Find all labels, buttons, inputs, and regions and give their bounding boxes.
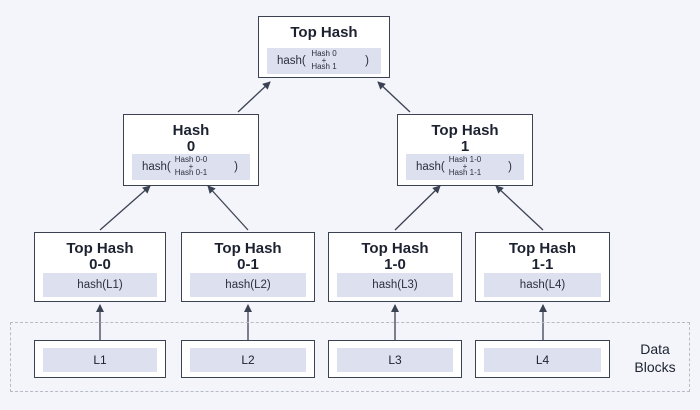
leaf-hash-title: Top Hash 1-0 — [361, 240, 429, 273]
leaf-hash-formula: hash(L4) — [484, 273, 601, 297]
hash-arg-b: Hash 1 — [311, 62, 337, 71]
data-blocks-frame — [10, 322, 690, 392]
hash-1-node: Top Hash 1 hash( Hash 1-0 + Hash 1-1 ) — [397, 114, 533, 186]
top-hash-formula: hash( Hash 0 + Hash 1 ) — [267, 48, 381, 74]
hash-args: Hash 0-0 + Hash 0-1 — [175, 156, 207, 177]
hash-1-formula: hash( Hash 1-0 + Hash 1-1 ) — [406, 154, 524, 180]
close-paren: ) — [234, 161, 238, 173]
close-paren: ) — [365, 55, 369, 67]
leaf-hash-1-0-node: Top Hash 1-0 hash(L3) — [328, 232, 462, 302]
leaf-hash-formula: hash(L3) — [337, 273, 453, 297]
leaf-hash-0-0-node: Top Hash 0-0 hash(L1) — [34, 232, 166, 302]
hash-arg-b: Hash 1-1 — [448, 168, 482, 177]
plus-sign: + — [321, 56, 327, 65]
leaf-hash-formula: hash(L1) — [43, 273, 157, 297]
hash-arg-a: Hash 0-0 — [174, 155, 208, 164]
top-hash-node: Top Hash hash( Hash 0 + Hash 1 ) — [258, 16, 390, 78]
leaf-hash-formula: hash(L2) — [190, 273, 306, 297]
leaf-hash-title: Top Hash 0-1 — [214, 240, 282, 273]
arrow-10-to-hash1 — [394, 185, 441, 231]
data-block-label: L3 — [337, 348, 453, 372]
hash-0-title: Hash 0 — [172, 122, 210, 155]
hash-arg-a: Hash 0 — [311, 49, 337, 58]
data-block-label: L4 — [484, 348, 601, 372]
leaf-hash-title: Top Hash 0-0 — [66, 240, 134, 273]
hash-args: Hash 1-0 + Hash 1-1 — [449, 156, 481, 177]
leaf-hash-0-1-node: Top Hash 0-1 hash(L2) — [181, 232, 315, 302]
data-block-l4: L4 — [475, 340, 610, 378]
hash-arg-a: Hash 1-0 — [448, 155, 482, 164]
plus-sign: + — [462, 162, 468, 171]
leaf-hash-1-1-node: Top Hash 1-1 hash(L4) — [475, 232, 610, 302]
hash-fn-label: hash( — [142, 161, 171, 173]
hash-0-formula: hash( Hash 0-0 + Hash 0-1 ) — [132, 154, 250, 180]
top-hash-title: Top Hash — [290, 24, 358, 41]
arrow-11-to-hash1 — [495, 185, 544, 231]
arrow-00-to-hash0 — [99, 185, 151, 231]
data-block-l3: L3 — [328, 340, 462, 378]
close-paren: ) — [508, 161, 512, 173]
data-blocks-label: Data Blocks — [634, 341, 676, 375]
arrow-hash1-to-top — [377, 81, 411, 113]
leaf-hash-title: Top Hash 1-1 — [508, 240, 577, 273]
data-block-label: L2 — [190, 348, 306, 372]
hash-fn-label: hash( — [416, 161, 445, 173]
arrow-01-to-hash0 — [207, 185, 249, 231]
hash-args: Hash 0 + Hash 1 — [311, 50, 336, 71]
hash-1-title: Top Hash 1 — [431, 122, 499, 155]
data-block-l1: L1 — [34, 340, 166, 378]
hash-fn-label: hash( — [277, 55, 306, 67]
hash-0-node: Hash 0 hash( Hash 0-0 + Hash 0-1 ) — [123, 114, 259, 186]
hash-arg-b: Hash 0-1 — [174, 168, 208, 177]
plus-sign: + — [188, 162, 194, 171]
arrow-hash0-to-top — [237, 81, 271, 113]
data-block-label: L1 — [43, 348, 157, 372]
data-block-l2: L2 — [181, 340, 315, 378]
